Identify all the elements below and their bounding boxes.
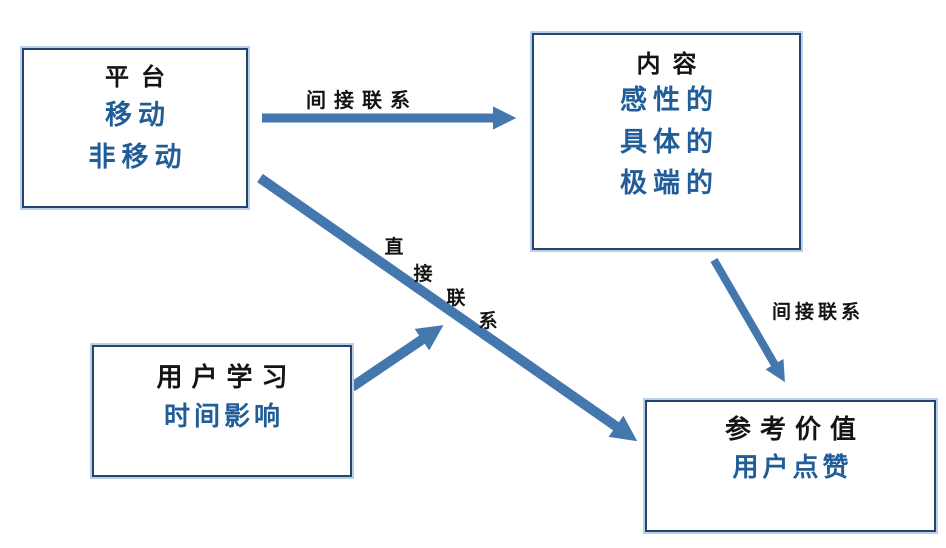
content-box-line-extreme: 极端的: [620, 168, 719, 199]
platform-box-line-nonmobile: 非移动: [88, 142, 188, 173]
arrow-label-direct-char-3: 联: [446, 287, 465, 309]
arrow-label-indirect-right: 间接联系: [772, 301, 864, 323]
user-learning-box-line-time: 时间影响: [163, 401, 284, 432]
arrow-label-direct-char-1: 直: [384, 235, 403, 258]
arrow-content-to-reference: 间接联系: [710, 257, 864, 383]
reference-value-box-title: 参考价值: [724, 414, 865, 444]
arrow-platform-to-content: 间接联系: [262, 89, 517, 130]
arrow-platform-to-reference: 直 接 联 系: [257, 173, 638, 442]
content-box-title: 内容: [636, 51, 709, 78]
arrow-learning-to-direct-link: [349, 325, 444, 392]
user-learning-box: 用户学习 时间影响: [92, 345, 352, 477]
content-box-line-emotional: 感性的: [620, 84, 719, 115]
arrow-label-direct-char-2: 接: [413, 263, 432, 285]
user-learning-box-title: 用户学习: [156, 362, 297, 392]
arrow-label-direct-char-4: 系: [478, 310, 497, 332]
reference-value-box-line-likes: 用户点赞: [732, 452, 853, 483]
platform-box-title: 平台: [105, 64, 177, 91]
platform-box: 平台 移动 非移动: [22, 48, 248, 208]
content-box: 内容 感性的 具体的 极端的: [532, 33, 801, 250]
reference-value-box: 参考价值 用户点赞: [645, 400, 936, 532]
content-box-line-concrete: 具体的: [620, 126, 719, 157]
arrow-label-indirect-top: 间接联系: [306, 89, 418, 112]
platform-box-line-mobile: 移动: [105, 99, 171, 130]
